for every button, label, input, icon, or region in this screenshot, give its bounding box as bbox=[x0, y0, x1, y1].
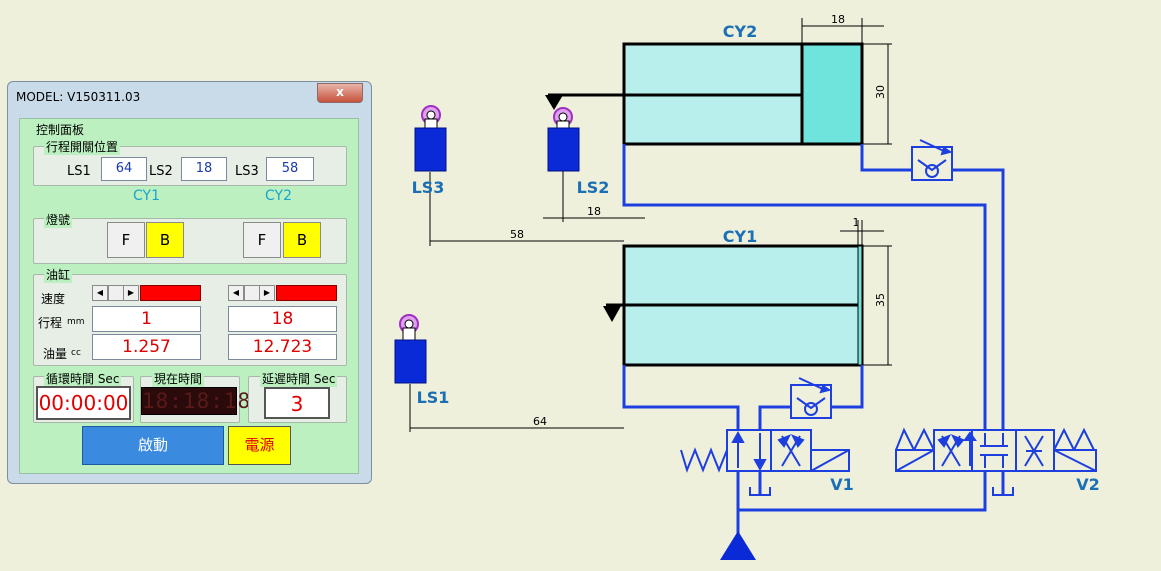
cy2-speed-bar[interactable] bbox=[276, 285, 337, 301]
flow-control-valve-cy1 bbox=[790, 377, 832, 419]
stroke-unit: mm bbox=[67, 317, 85, 327]
directional-valve-v2 bbox=[895, 427, 1097, 496]
cy2-speed-increase[interactable]: ▶ bbox=[259, 285, 275, 301]
v2-diagram-label: V2 bbox=[1076, 475, 1100, 494]
power-button[interactable]: 電源 bbox=[228, 426, 291, 465]
cylinder-cy1 bbox=[603, 244, 864, 367]
cy2-rod-marker bbox=[545, 95, 563, 110]
dim-cy2-height: 30 bbox=[874, 85, 887, 99]
limit-switch-ls3 bbox=[414, 105, 447, 172]
cylinder-cy2 bbox=[545, 42, 864, 146]
ls2-label: LS2 bbox=[149, 164, 173, 179]
close-button[interactable]: x bbox=[317, 83, 363, 103]
cy1-rod-marker bbox=[603, 306, 621, 322]
oil-label: 油量 bbox=[43, 347, 68, 361]
cy2-backward-lamp[interactable]: B bbox=[283, 222, 321, 258]
limit-switch-ls2 bbox=[547, 107, 580, 172]
ls3-diagram-label: LS3 bbox=[412, 178, 445, 197]
cy2-speed-thumb[interactable] bbox=[244, 285, 260, 301]
cycle-time-label: 循環時間 Sec bbox=[44, 370, 122, 387]
speed-label: 速度 bbox=[41, 292, 66, 306]
dim-cy1-width: 1 bbox=[853, 216, 860, 229]
switch-position-legend: 行程開關位置 bbox=[44, 138, 121, 155]
v1-diagram-label: V1 bbox=[830, 475, 854, 494]
cylinder-legend: 油缸 bbox=[44, 266, 73, 283]
cy2-diagram-label: CY2 bbox=[723, 22, 757, 41]
control-panel-title: 控制面板 bbox=[36, 123, 85, 137]
cy1-speed-bar[interactable] bbox=[140, 285, 201, 301]
pump-symbol bbox=[720, 531, 756, 560]
cy1-oil-value: 1.257 bbox=[92, 334, 201, 360]
lamps-legend: 燈號 bbox=[44, 211, 73, 228]
directional-valve-v1 bbox=[680, 429, 850, 496]
cy1-diagram-label: CY1 bbox=[723, 227, 757, 246]
cy1-stroke-value: 1 bbox=[92, 306, 201, 332]
cy1-column-label: CY1 bbox=[133, 188, 160, 204]
ls2-diagram-label: LS2 bbox=[577, 178, 610, 197]
ls1-label: LS1 bbox=[67, 164, 91, 179]
ls3-label: LS3 bbox=[235, 164, 259, 179]
cy1-speed-decrease[interactable]: ◀ bbox=[92, 285, 108, 301]
current-time-display: 18:18:18 bbox=[141, 387, 252, 415]
cy1-speed-thumb[interactable] bbox=[108, 285, 124, 301]
dim-ls3: 58 bbox=[510, 228, 524, 241]
cy2-oil-value: 12.723 bbox=[228, 334, 337, 360]
dim-ls2: 18 bbox=[587, 205, 601, 218]
cy2-stroke-value: 18 bbox=[228, 306, 337, 332]
start-button[interactable]: 啟動 bbox=[82, 426, 224, 465]
dim-cy1-height: 35 bbox=[874, 293, 887, 307]
cycle-time-value: 00:00:00 bbox=[36, 386, 131, 420]
current-time-label: 現在時間 bbox=[152, 370, 205, 387]
ls1-diagram-label: LS1 bbox=[417, 388, 450, 407]
cy1-forward-lamp[interactable]: F bbox=[107, 222, 145, 258]
limit-switch-ls1 bbox=[394, 314, 427, 384]
oil-unit: cc bbox=[71, 348, 81, 358]
stroke-label: 行程 bbox=[38, 316, 63, 330]
cy2-column-label: CY2 bbox=[265, 188, 292, 204]
ls1-position-input[interactable]: 64 bbox=[101, 157, 147, 181]
cy1-backward-lamp[interactable]: B bbox=[146, 222, 184, 258]
dim-ls1: 64 bbox=[533, 415, 547, 428]
window-title: MODEL: V150311.03 bbox=[16, 90, 141, 104]
cy2-speed-decrease[interactable]: ◀ bbox=[228, 285, 244, 301]
flow-control-valve-cy2 bbox=[911, 139, 953, 181]
delay-time-input[interactable]: 3 bbox=[264, 387, 330, 419]
dim-cy2-width: 18 bbox=[831, 13, 845, 26]
cy2-forward-lamp[interactable]: F bbox=[243, 222, 281, 258]
ls2-position-input[interactable]: 18 bbox=[181, 157, 227, 181]
cy1-speed-increase[interactable]: ▶ bbox=[123, 285, 139, 301]
ls3-position-input[interactable]: 58 bbox=[266, 157, 314, 181]
delay-time-label: 延遲時間 Sec bbox=[260, 370, 338, 387]
